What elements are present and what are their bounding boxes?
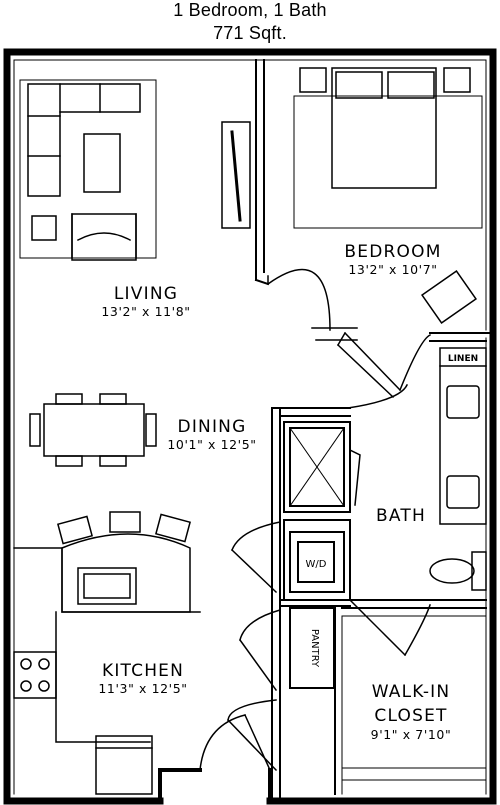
room-name-closet-line2: CLOSET — [374, 706, 447, 726]
armchair — [71, 213, 137, 261]
bath-door — [347, 384, 408, 409]
entry-wall — [158, 768, 272, 803]
bar-stools — [57, 511, 191, 545]
vanity — [439, 347, 487, 525]
exterior-walls — [3, 48, 497, 805]
room-name-bedroom: BEDROOM — [344, 242, 441, 262]
entry-door — [199, 714, 271, 771]
kitchen-island — [61, 533, 191, 613]
living-bedroom-wall — [254, 59, 270, 286]
bedroom-door — [266, 268, 358, 341]
cooktop — [13, 651, 57, 699]
room-dims-closet: 9'1" x 7'10" — [371, 727, 452, 742]
plan-title: 1 Bedroom, 1 Bath — [173, 0, 327, 20]
refrigerator — [95, 735, 153, 795]
room-name-dining: DINING — [178, 417, 247, 437]
room-dims-bedroom: 13'2" x 10'7" — [348, 262, 437, 277]
rug-living — [19, 79, 157, 259]
linen-label: LINEN — [448, 354, 478, 364]
bedroom-chair — [421, 269, 477, 325]
room-dims-dining: 10'1" x 12'5" — [167, 437, 256, 452]
room-dims-kitchen: 11'3" x 12'5" — [98, 681, 187, 696]
dining-table — [29, 393, 157, 467]
closet-door — [348, 598, 431, 657]
sectional-sofa — [27, 83, 141, 197]
room-name-closet-line1: WALK-IN — [372, 682, 451, 702]
bed — [331, 67, 437, 189]
room-dims-living: 13'2" x 11'8" — [101, 304, 190, 319]
kitchen-walls — [13, 547, 201, 743]
plan-area: 771 Sqft. — [213, 23, 287, 43]
bedroom-bath-wall — [336, 331, 432, 399]
washer-dryer-label: W/D — [306, 559, 327, 570]
room-name-living: LIVING — [114, 284, 178, 304]
side-table — [31, 215, 57, 241]
nightstands — [299, 67, 471, 93]
tv-console — [221, 121, 251, 229]
pantry-label: PANTRY — [309, 629, 320, 668]
toilet — [429, 551, 487, 591]
coffee-table — [83, 133, 121, 193]
rug-bedroom — [293, 95, 483, 229]
core-walls — [226, 407, 361, 801]
room-name-kitchen: KITCHEN — [102, 661, 184, 681]
room-name-bath: BATH — [376, 506, 426, 526]
